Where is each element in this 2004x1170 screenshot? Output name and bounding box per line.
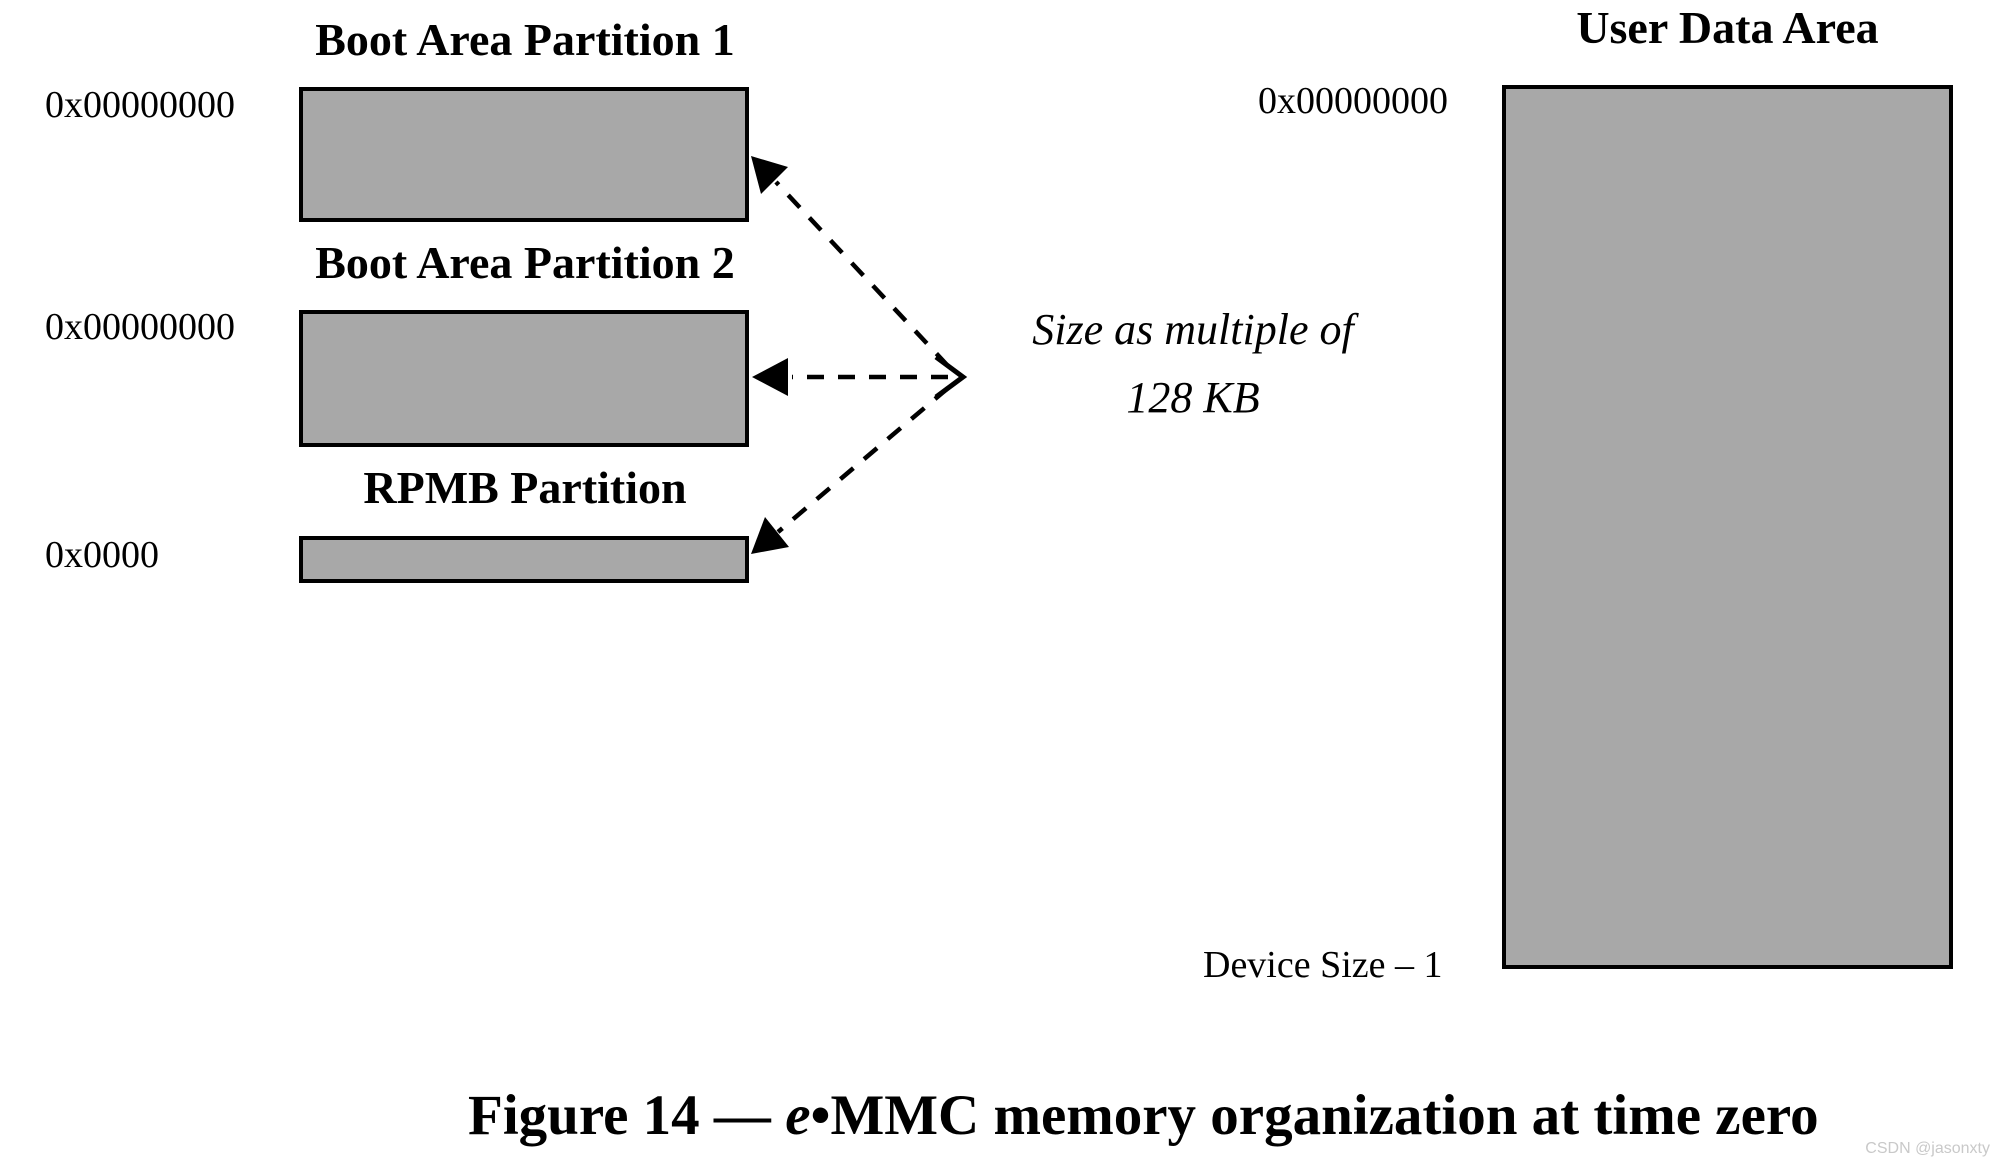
arrowhead-boot1-icon [751, 156, 788, 194]
user-data-title: User Data Area [1576, 2, 1879, 53]
rpmb-address: 0x0000 [45, 534, 159, 576]
dashed-arrow-to-boot1 [774, 180, 950, 368]
user-data-address-top: 0x00000000 [1258, 80, 1448, 122]
caption-prefix: Figure 14 — [468, 1084, 786, 1147]
size-note: Size as multiple of 128 KB [1003, 296, 1383, 432]
boot2-address: 0x00000000 [45, 306, 235, 348]
size-note-line2: 128 KB [1126, 373, 1260, 422]
boot1-address: 0x00000000 [45, 84, 235, 126]
arrowhead-boot2-icon [752, 358, 788, 396]
chevron-right-icon [934, 354, 968, 400]
boot2-title: Boot Area Partition 2 [315, 237, 735, 288]
arrowhead-rpmb-icon [751, 517, 789, 554]
watermark: CSDN @jasonxty [1865, 1140, 1990, 1157]
caption-emphasis-e: e [785, 1084, 811, 1147]
boot1-box [299, 87, 749, 222]
caption-rest: •MMC memory organization at time zero [810, 1084, 1819, 1147]
size-note-line1: Size as multiple of [1032, 305, 1354, 354]
user-data-box [1502, 85, 1953, 969]
rpmb-title: RPMB Partition [363, 462, 687, 513]
figure-caption: Figure 14 — e•MMC memory organization at… [468, 1084, 1819, 1148]
boot2-box [299, 310, 749, 447]
boot1-title: Boot Area Partition 1 [315, 14, 735, 65]
dashed-arrow-to-rpmb [776, 386, 950, 534]
rpmb-box [299, 536, 749, 583]
user-data-address-bottom: Device Size – 1 [1203, 944, 1443, 986]
